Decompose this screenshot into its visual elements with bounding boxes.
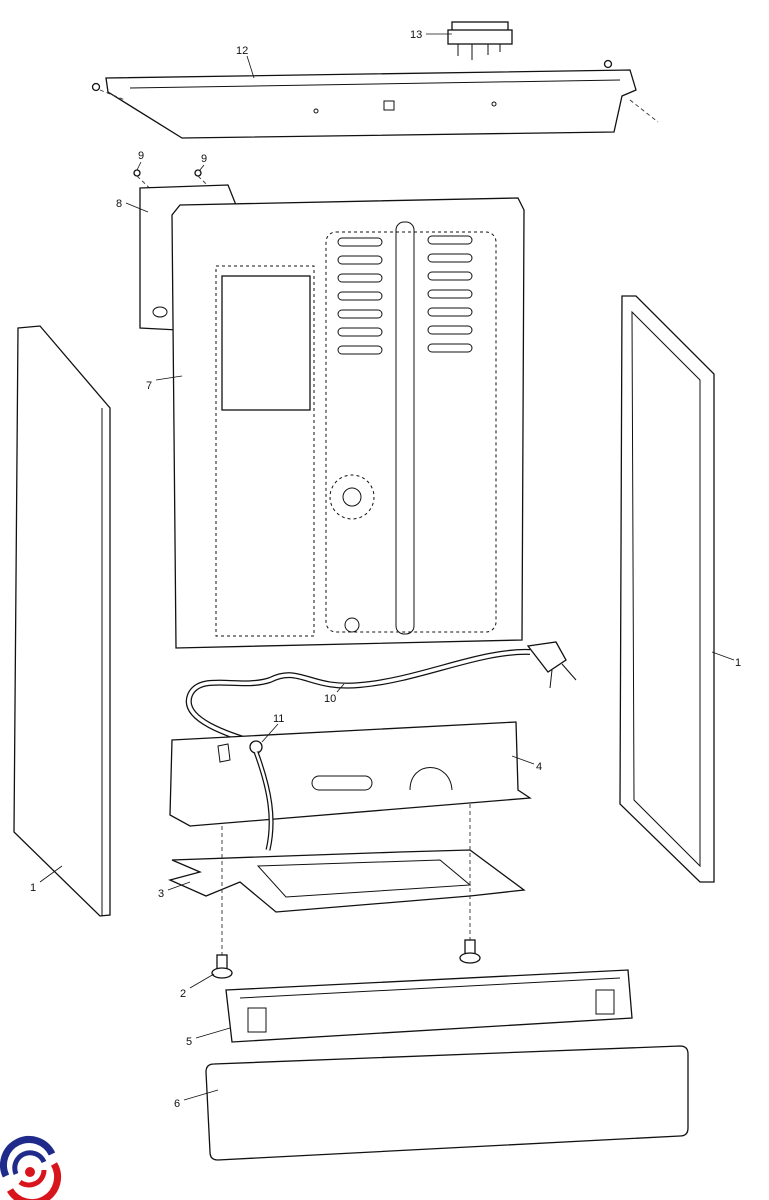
brand-logo: [0, 1136, 62, 1200]
callout-9b: 9: [201, 153, 207, 165]
part-2-adjustable-feet: [211, 939, 481, 979]
callout-3: 3: [158, 888, 164, 900]
part-5-plinth-bracket: [225, 969, 633, 1043]
callout-1-left: 1: [30, 882, 36, 894]
callout-1-right: 1: [735, 657, 741, 669]
part-1-right-side-frame: [619, 295, 715, 883]
vent-slots-right: [427, 235, 473, 353]
callout-10: 10: [324, 693, 336, 705]
callout-12: 12: [236, 45, 248, 57]
callout-8: 8: [116, 198, 122, 210]
part-13-terminal-block: [447, 21, 513, 60]
part-3-base-plate: [168, 849, 526, 913]
part-1-left-side-panel: [13, 325, 111, 917]
part-11-cable-grommet: [249, 740, 274, 851]
callout-7: 7: [146, 380, 152, 392]
part-6-plinth-panel: [205, 1045, 689, 1161]
callout-4: 4: [536, 761, 542, 773]
callout-2: 2: [180, 988, 186, 1000]
callout-9a: 9: [138, 150, 144, 162]
callout-6: 6: [174, 1098, 180, 1110]
part-7-back-panel: [171, 197, 525, 649]
callout-11: 11: [273, 713, 284, 725]
callout-13: 13: [410, 29, 422, 41]
part-12-top-rail: [91, 59, 659, 139]
vent-slots-left: [337, 237, 383, 355]
leader-lines: [39, 33, 735, 1101]
part-10-power-cord: [185, 641, 577, 748]
callout-5: 5: [186, 1036, 192, 1048]
part-4-bottom-bracket: [169, 721, 532, 827]
